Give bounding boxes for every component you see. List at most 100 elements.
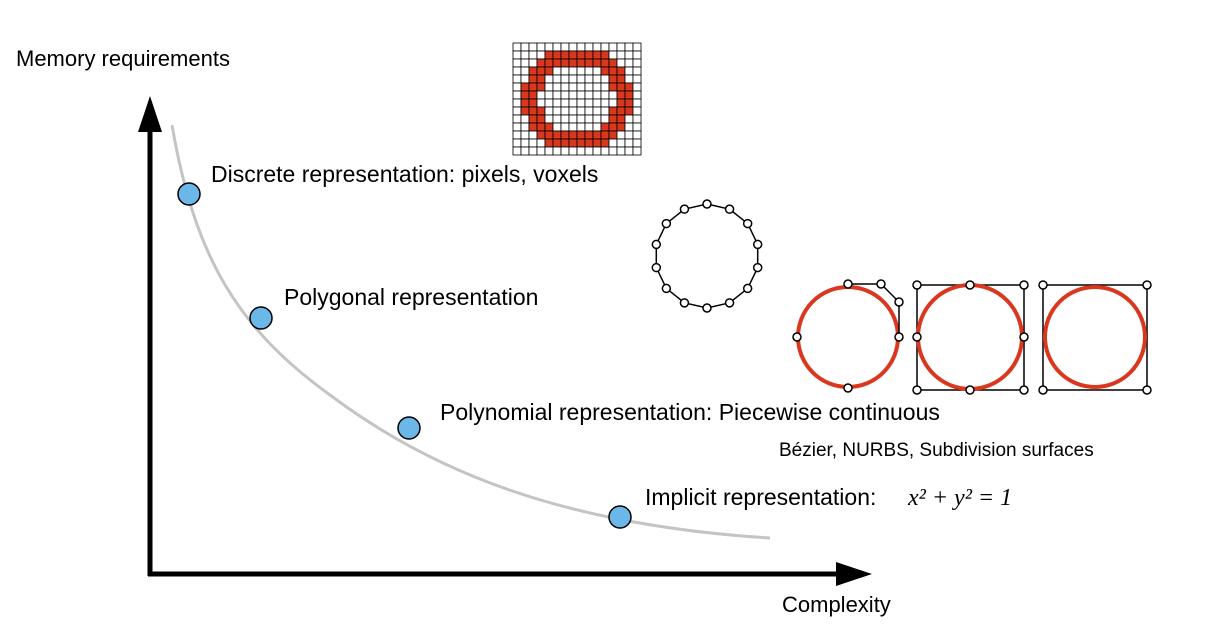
pixel-filled — [576, 50, 586, 60]
pixel-empty — [560, 42, 570, 52]
pixel-filled — [536, 106, 546, 116]
pixel-empty — [600, 74, 610, 84]
pixel-empty — [544, 106, 554, 116]
pixel-empty — [568, 122, 578, 132]
pixel-empty — [584, 74, 594, 84]
control-point — [1038, 385, 1048, 395]
pixel-empty — [568, 98, 578, 108]
pixel-empty — [624, 138, 634, 148]
pixel-empty — [544, 42, 554, 52]
pixel-filled — [528, 122, 538, 132]
pixel-filled — [528, 74, 538, 84]
control-point — [876, 279, 886, 289]
pixel-filled — [536, 130, 546, 140]
control-point — [1019, 280, 1029, 290]
control-point — [1142, 280, 1152, 290]
pixel-empty — [608, 98, 618, 108]
pixel-empty — [584, 66, 594, 76]
polygon-outline — [655, 203, 759, 309]
polygon-vertex — [702, 199, 712, 209]
pixel-empty — [536, 42, 546, 52]
pixel-empty — [592, 98, 602, 108]
pixel-grid-illustration — [512, 42, 642, 156]
pixel-empty — [568, 66, 578, 76]
pixel-filled — [592, 138, 602, 148]
pixel-filled — [616, 106, 626, 116]
polygon-vertex — [752, 239, 763, 250]
pixel-filled — [568, 130, 578, 140]
pixel-empty — [592, 122, 602, 132]
pixel-empty — [568, 146, 578, 156]
pixel-empty — [592, 82, 602, 92]
pixel-filled — [568, 58, 578, 68]
pixel-empty — [568, 90, 578, 100]
pixel-empty — [552, 98, 562, 108]
pixel-filled — [608, 106, 618, 116]
pixel-filled — [552, 138, 562, 148]
polygon-vertex — [702, 303, 712, 313]
sublabel-polynomial: Bézier, NURBS, Subdivision surfaces — [779, 440, 1094, 461]
pixel-filled — [624, 90, 634, 100]
pixel-filled — [608, 66, 618, 76]
polygon-circle-illustration — [651, 199, 763, 313]
pixel-filled — [584, 50, 594, 60]
point-discrete — [177, 182, 201, 206]
pixel-empty — [632, 122, 642, 132]
pixel-empty — [632, 138, 642, 148]
pixel-empty — [520, 130, 530, 140]
pixel-filled — [528, 82, 538, 92]
control-point — [792, 332, 802, 342]
polygon-vertex — [742, 218, 753, 229]
pixel-empty — [584, 106, 594, 116]
pixel-empty — [608, 138, 618, 148]
pixel-empty — [576, 106, 586, 116]
pixel-empty — [560, 66, 570, 76]
pixel-empty — [560, 114, 570, 124]
pixel-empty — [536, 138, 546, 148]
pixel-filled — [616, 98, 626, 108]
pixel-empty — [568, 106, 578, 116]
pixel-filled — [536, 58, 546, 68]
pixel-empty — [584, 42, 594, 52]
pixel-filled — [600, 50, 610, 60]
pixel-empty — [632, 66, 642, 76]
pixel-empty — [624, 146, 634, 156]
pixel-empty — [576, 122, 586, 132]
pixel-filled — [568, 138, 578, 148]
pixel-empty — [552, 146, 562, 156]
pixel-filled — [616, 114, 626, 124]
pixel-empty — [528, 138, 538, 148]
pixel-filled — [520, 90, 530, 100]
pixel-empty — [616, 58, 626, 68]
pixel-empty — [528, 58, 538, 68]
pixel-empty — [584, 90, 594, 100]
red-circle-2 — [916, 283, 1024, 391]
pixel-filled — [560, 50, 570, 60]
pixel-filled — [584, 138, 594, 148]
pixel-empty — [600, 98, 610, 108]
control-point — [843, 383, 853, 393]
pixel-empty — [632, 106, 642, 116]
pixel-filled — [592, 58, 602, 68]
pixel-empty — [568, 82, 578, 92]
bezier-circles-illustration — [792, 279, 1152, 395]
control-point — [912, 332, 922, 342]
pixel-empty — [552, 42, 562, 52]
pixel-empty — [608, 50, 618, 60]
pixel-filled — [560, 58, 570, 68]
pixel-filled — [544, 122, 554, 132]
pixel-filled — [584, 130, 594, 140]
pixel-empty — [576, 82, 586, 92]
pixel-filled — [576, 138, 586, 148]
red-circle-1 — [796, 285, 900, 389]
pixel-empty — [528, 146, 538, 156]
label-polynomial: Polynomial representation: Piecewise con… — [440, 399, 940, 425]
pixel-filled — [600, 138, 610, 148]
label-implicit: Implicit representation: — [645, 484, 876, 510]
control-point — [894, 332, 904, 342]
pixel-empty — [624, 58, 634, 68]
pixel-filled — [544, 138, 554, 148]
pixel-empty — [584, 146, 594, 156]
pixel-empty — [560, 90, 570, 100]
polygon-vertex — [679, 204, 690, 214]
